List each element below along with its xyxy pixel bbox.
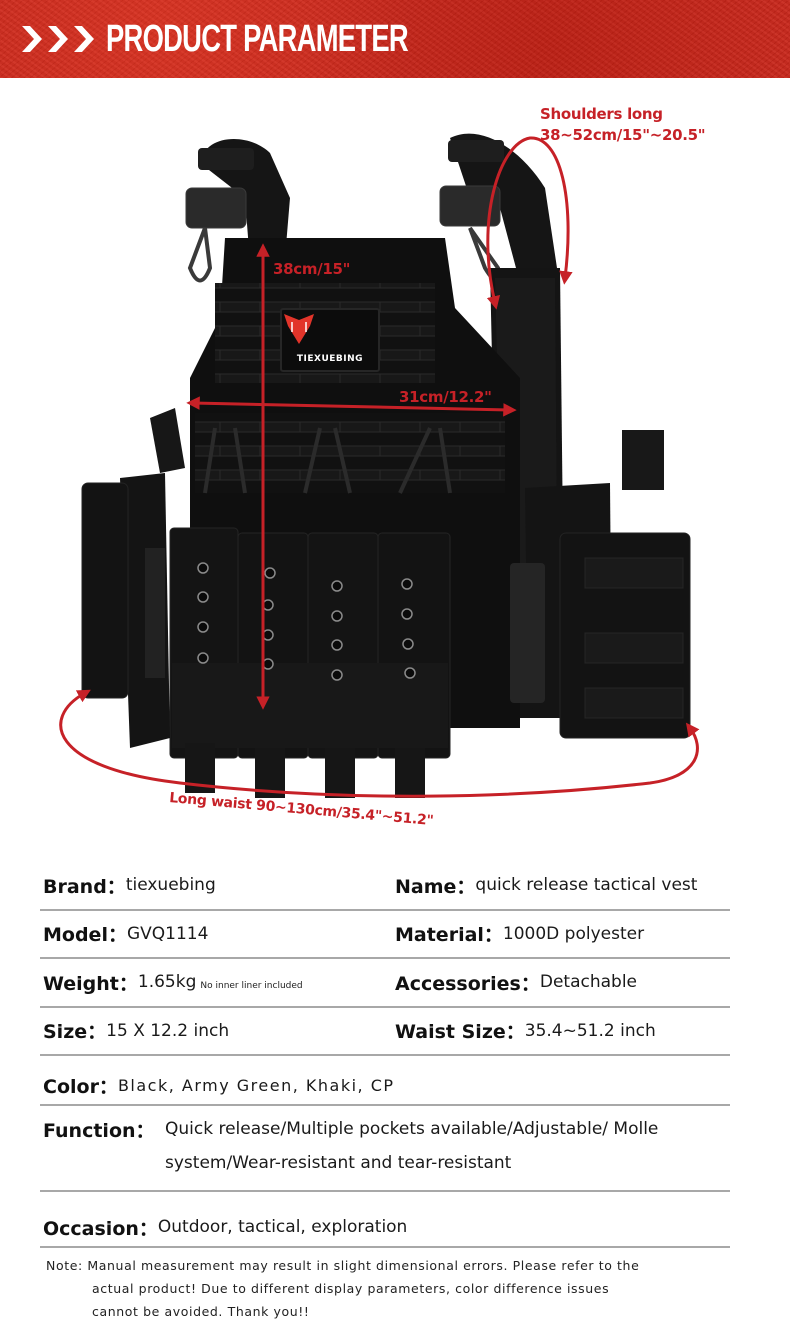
spec-accessories: Accessories： Detachable [395,959,637,1005]
brand-patch: TIEXUEBING [280,308,380,372]
spec-table: Brand： tiexuebing Name： quick release ta… [40,862,730,1248]
spec-weight: Weight： 1.65kg No inner liner included [43,959,303,1005]
spec-label: Function： [43,1120,155,1142]
spec-label: Size： [43,1021,107,1043]
spec-value: 1000D polyester [502,923,645,944]
spec-row: Brand： tiexuebing Name： quick release ta… [40,862,730,911]
spec-value: Quick release/Multiple pockets available… [165,1119,659,1173]
spec-function: Function： Quick release/Multiple pockets… [43,1116,725,1180]
spec-label: Model： [43,924,127,946]
page-title: PRODUCT PARAMETER [106,17,409,60]
product-image: TIEXUEBING Shoulders long 38~52cm/15"~20… [0,78,790,848]
width-measurement: 31cm/12.2" [399,388,492,406]
spec-value: 15 X 12.2 inch [106,1020,230,1041]
spec-size: Size： 15 X 12.2 inch [43,1008,229,1054]
spec-value: quick release tactical vest [475,875,698,895]
spec-label: Waist Size： [395,1021,525,1043]
spec-label: Material： [395,924,503,946]
spec-value: Detachable [539,972,638,992]
note-line: Note: Manual measurement may result in s… [46,1258,640,1273]
spec-material: Material： 1000D polyester [395,911,644,957]
header-banner: PRODUCT PARAMETER [0,0,790,78]
brand-logo-icon [284,314,314,344]
spec-model: Model： GVQ1114 [43,911,208,957]
spec-label: Name： [395,875,476,898]
spec-label: Brand： [43,875,126,898]
spec-label: Weight： [43,972,138,995]
shoulder-measurement: Shoulders long 38~52cm/15"~20.5" [540,104,706,146]
spec-value: Black, Army Green, Khaki, CP [117,1075,395,1095]
spec-brand: Brand： tiexuebing [43,862,216,908]
spec-row: Occasion： Outdoor, tactical, exploration [40,1192,730,1248]
spec-value: GVQ1114 [126,923,209,944]
spec-occasion: Occasion： Outdoor, tactical, exploration [43,1204,407,1250]
vest-illustration [59,133,700,798]
spec-color: Color： Black, Army Green, Khaki, CP [43,1062,395,1108]
shoulder-measurement-value: 38~52cm/15"~20.5" [540,126,706,144]
spec-row: Model： GVQ1114 Material： 1000D polyester [40,911,730,959]
spec-row: Color： Black, Army Green, Khaki, CP [40,1056,730,1106]
spec-label: Accessories： [395,972,540,995]
spec-name: Name： quick release tactical vest [395,862,697,908]
chevrons-icon [22,24,96,54]
spec-row: Weight： 1.65kg No inner liner included A… [40,959,730,1008]
spec-value: 1.65kg [137,972,197,992]
spec-row: Function： Quick release/Multiple pockets… [40,1106,730,1192]
spec-value: tiexuebing [125,875,216,895]
brand-wordmark: TIEXUEBING [296,354,364,364]
note-line: cannot be avoided. Thank you!! [92,1304,310,1319]
spec-waist-size: Waist Size： 35.4~51.2 inch [395,1008,656,1054]
shoulder-measurement-label: Shoulders long [540,105,663,123]
spec-label: Color： [43,1075,118,1098]
height-measurement: 38cm/15" [273,260,351,278]
spec-value: 35.4~51.2 inch [524,1020,656,1041]
spec-value: Outdoor, tactical, exploration [157,1217,408,1237]
disclaimer-note: Note: Manual measurement may result in s… [46,1254,736,1323]
note-line: actual product! Due to different display… [92,1281,610,1296]
spec-note: No inner liner included [200,981,303,991]
spec-label: Occasion： [43,1217,158,1240]
spec-row: Size： 15 X 12.2 inch Waist Size： 35.4~51… [40,1008,730,1056]
